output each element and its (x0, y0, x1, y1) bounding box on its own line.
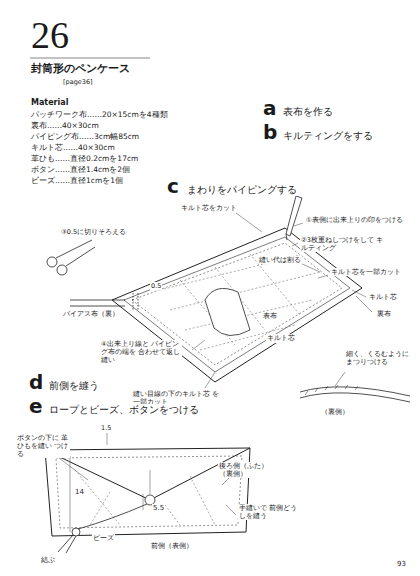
part-name: ビーズ (92, 534, 115, 542)
figure-number: 26 (30, 16, 70, 54)
material-item: パッチワーク布……20×15cmを4種類 (30, 110, 169, 119)
part-name: キルト芯 (368, 293, 398, 302)
scissors (47, 240, 95, 275)
detail-edge (300, 385, 410, 402)
pencil (286, 234, 287, 240)
note: ボタンの下に 革ひもを縫い つける (16, 434, 70, 458)
pencil (286, 196, 302, 236)
dimension-lines (107, 433, 108, 445)
leader-lines (335, 372, 345, 386)
dimension-lines (150, 470, 151, 494)
button-cord-bead (72, 528, 80, 536)
note: ②3枚重ねしつけをして キルティング (300, 236, 387, 252)
material-item: パイピング布……3cm幅85cm (30, 132, 140, 141)
part-name: 裏布 (376, 310, 392, 319)
button-cord-bead (78, 504, 147, 529)
step-letter: e (28, 396, 44, 416)
quilting-lines (160, 254, 320, 350)
flap-fold (205, 288, 250, 335)
leader-lines (318, 275, 328, 278)
part-name: 前側（表側） (150, 542, 194, 551)
step-letter: a (262, 98, 278, 118)
leader-lines (294, 223, 303, 226)
button-cord-bead (58, 495, 155, 553)
bias-strip (138, 293, 139, 310)
bias-strip (70, 293, 138, 310)
scissors (47, 257, 57, 267)
dimension-lines (226, 505, 236, 515)
step-text: まわりをパイピングする (186, 184, 298, 196)
note: （裏側） (320, 408, 350, 416)
step-letter: b (262, 122, 278, 142)
case-quilting (75, 470, 120, 525)
pencil (286, 196, 302, 240)
case-quilting (190, 476, 215, 525)
dimension: 14 (74, 488, 85, 497)
title: 封筒形のペンケース (30, 62, 131, 76)
step-text: 表布を作る (282, 106, 334, 118)
part-name: 表布 (262, 312, 278, 321)
dimension-lines (55, 455, 88, 480)
step-letter: c (166, 176, 180, 196)
part-name: 結ぶ (40, 556, 56, 564)
leader-lines (236, 213, 262, 232)
case-quilting (165, 505, 180, 525)
material-item: キルト芯……40×30cm (30, 143, 116, 152)
part-name: 後ろ側（ふた） （裏側） (218, 462, 280, 478)
material-item: ボタン……直径1.4cmを2個 (30, 165, 131, 174)
dimension: 5.5 (152, 504, 165, 513)
note: ①表側に出来上りの印をつける (305, 216, 404, 224)
note: キルト芯を一部カット (330, 268, 402, 276)
part-name: バイアス布（裏） (62, 310, 120, 318)
leader-lines (205, 372, 215, 388)
dimension: 1.5 (100, 424, 112, 432)
note: ④出来上り線と パイピング布の端を 合わせて返し縫い (100, 340, 182, 364)
scissors (56, 240, 92, 258)
pen-case (56, 456, 242, 528)
dimension-lines (70, 456, 71, 532)
note: 縫い代は割る (258, 256, 302, 264)
title-rule (30, 58, 150, 59)
part-name: キルト芯 (266, 334, 296, 343)
material-heading: Material (30, 98, 69, 108)
bias-strip (133, 293, 134, 310)
step-letter: d (28, 372, 44, 392)
material-item: 裏布……40×30cm (30, 121, 100, 130)
note: ③0.5に切りそろえる (60, 228, 127, 236)
note: 手縫いで 前側どうしを縫う (238, 504, 304, 520)
quilting-lines (170, 272, 320, 310)
leader-lines (192, 340, 205, 350)
material-item: 革ひも……直径0.2cmを17cm (30, 154, 139, 163)
dimension-lines (55, 433, 236, 532)
bias-strip (70, 300, 125, 306)
button-cord-bead (58, 535, 76, 553)
detail-edge (300, 393, 410, 402)
step-text: 前側を縫う (48, 380, 100, 392)
dimension: 0.5 (150, 282, 162, 290)
detail-edge (305, 385, 358, 395)
scissors (66, 247, 95, 266)
dimension-lines (143, 494, 144, 510)
note: 細く、くるむように まつりつける (345, 350, 415, 366)
step-text: キルティングをする (282, 130, 374, 142)
step-text: ロープとビーズ、ボタンをつける (48, 404, 200, 416)
leader-lines (352, 290, 366, 297)
page-number: 93 (396, 560, 407, 569)
page-ref: [page36] (62, 78, 94, 86)
title-rule (30, 58, 150, 59)
material-item: ビーズ……直径1cmを1個 (30, 176, 124, 185)
case-quilting (75, 470, 215, 525)
note: キルト芯をカット (180, 204, 238, 212)
scissors (57, 265, 67, 275)
leader-lines (292, 243, 298, 246)
flap-fold (205, 288, 250, 335)
